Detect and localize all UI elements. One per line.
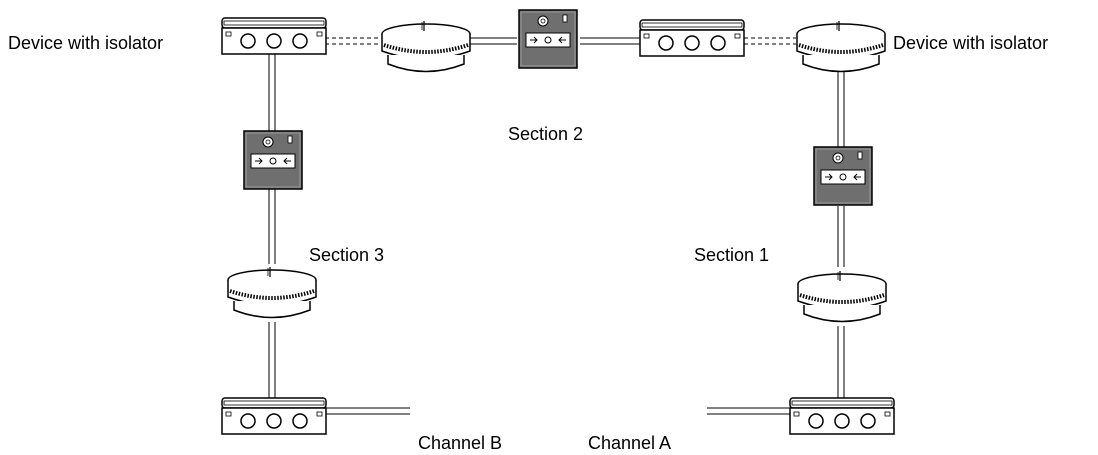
smoke-detector-top-left <box>380 19 472 74</box>
device-with-isolator-left-label: Device with isolator <box>8 33 164 53</box>
junction-box-top-right <box>639 19 745 57</box>
wiring <box>268 37 845 415</box>
section-2-label: Section 2 <box>508 124 584 144</box>
section-3-label: Section 3 <box>309 245 385 265</box>
junction-box-bottom-left <box>221 397 327 435</box>
junction-box-top-left <box>221 17 327 55</box>
smoke-detector-right <box>796 269 888 324</box>
device-with-isolator-right-label: Device with isolator <box>893 33 1049 53</box>
junction-box-bottom-right <box>789 397 895 435</box>
manual-call-point-left <box>243 130 303 190</box>
smoke-detector-top-right <box>795 19 887 74</box>
channel-a-label: Channel A <box>588 433 672 453</box>
channel-b-label: Channel B <box>418 433 503 453</box>
smoke-detector-left <box>226 265 318 320</box>
manual-call-point-top <box>518 9 578 69</box>
section-1-label: Section 1 <box>694 245 770 265</box>
manual-call-point-right <box>813 146 873 206</box>
